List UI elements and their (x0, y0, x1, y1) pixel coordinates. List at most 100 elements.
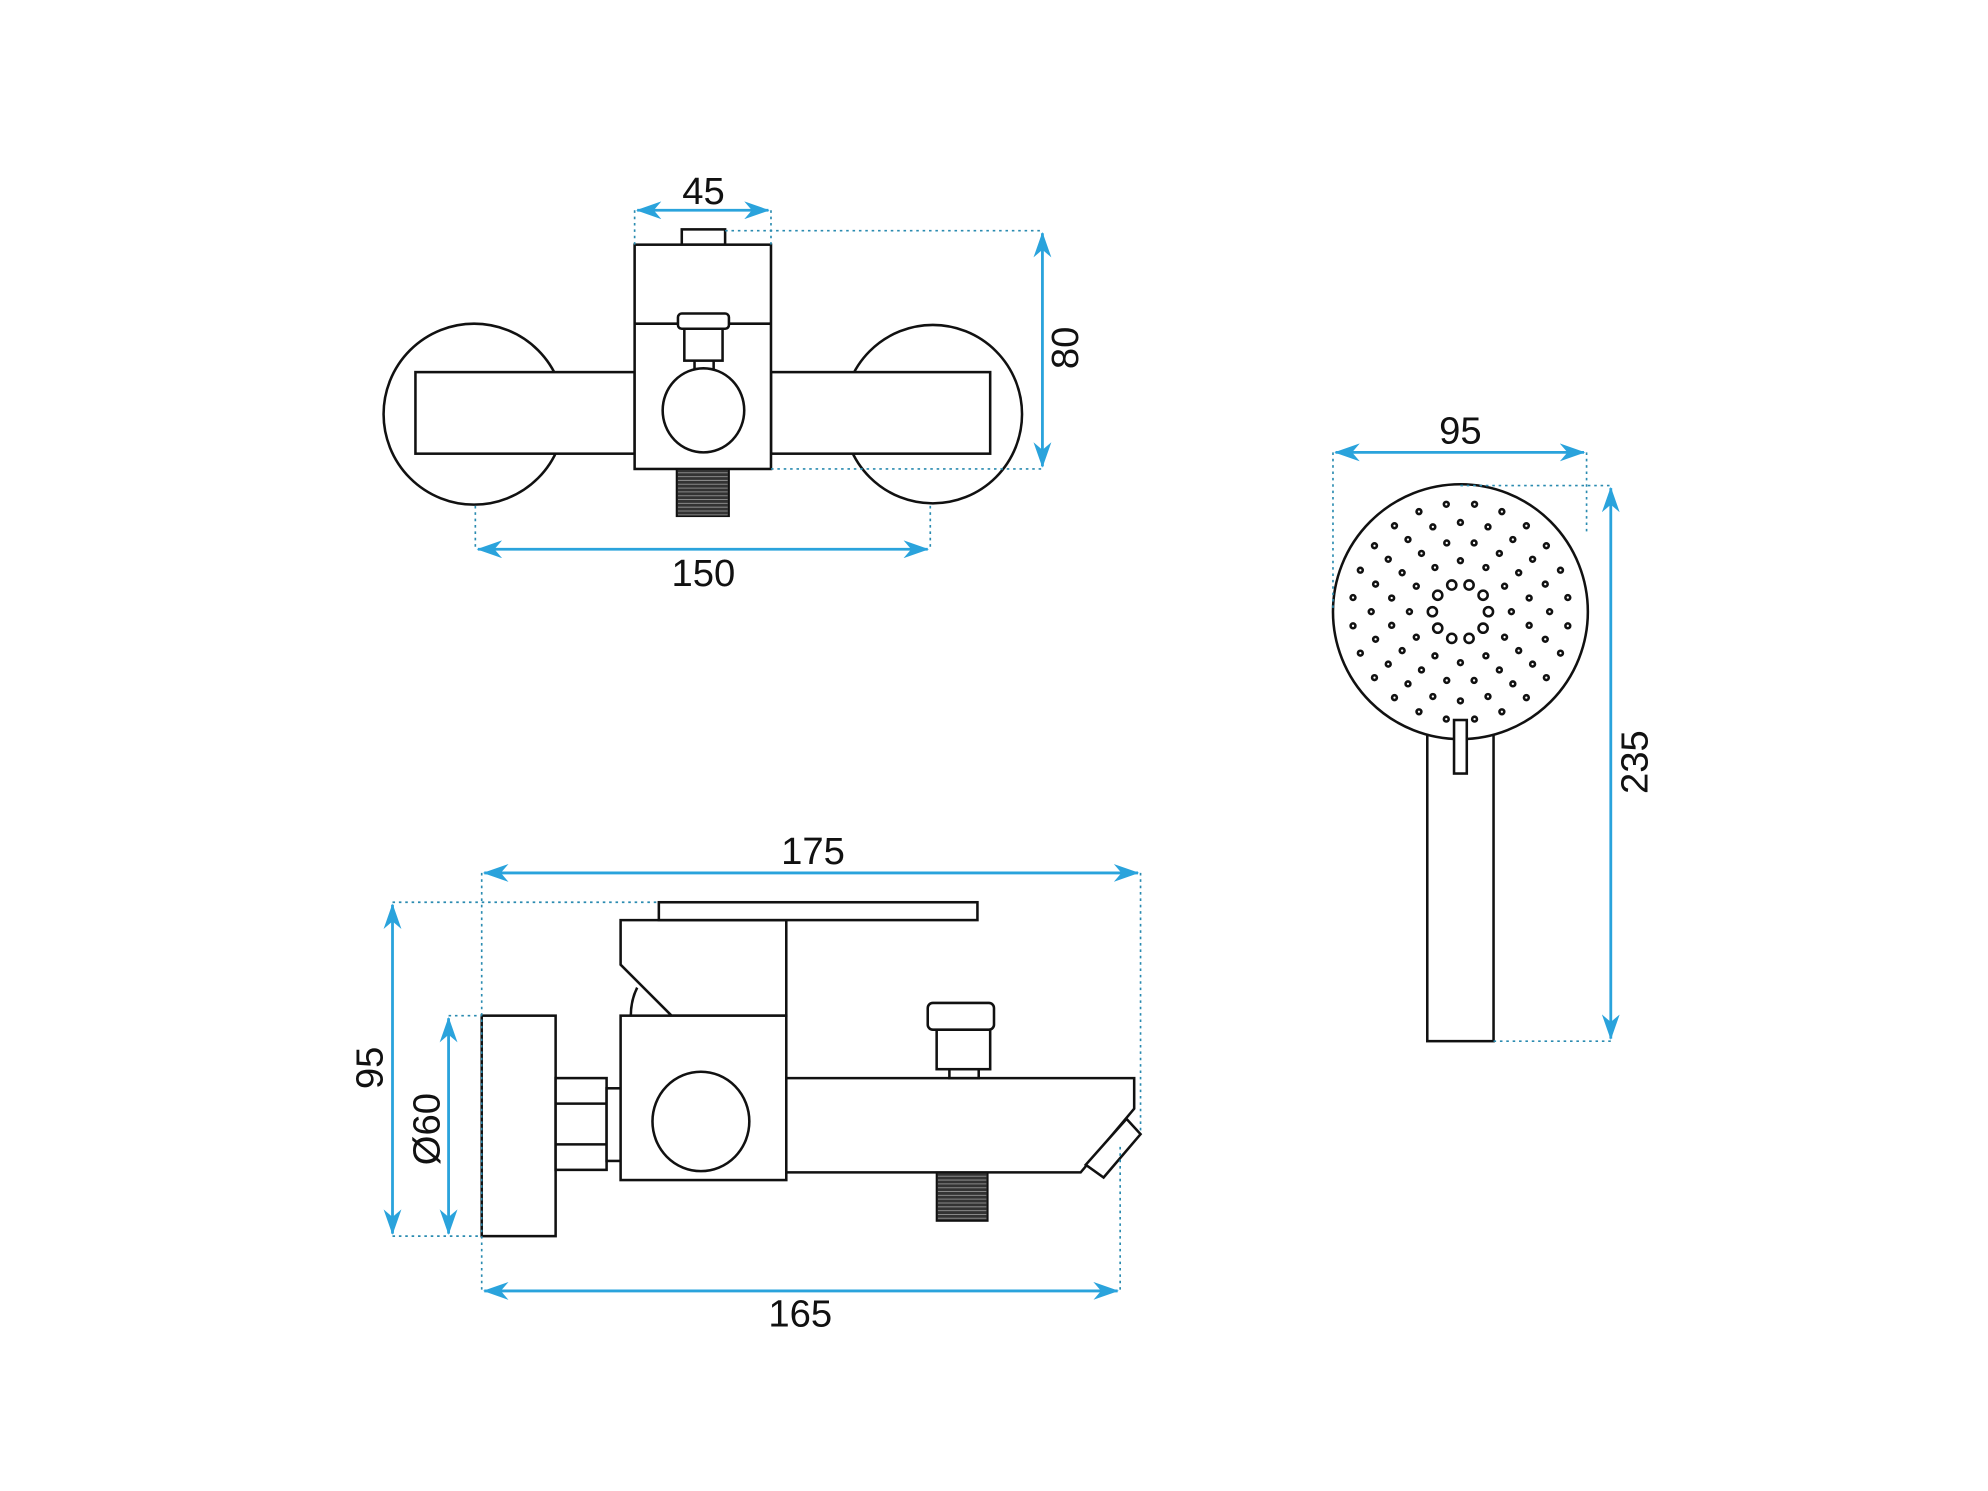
nozzle (1484, 523, 1492, 531)
nozzle (1470, 715, 1479, 723)
nozzle (1484, 692, 1492, 701)
nozzle (1443, 539, 1451, 547)
knob-stem (683, 326, 724, 362)
dimension-label-width: 45 (682, 170, 725, 213)
nozzle (1556, 649, 1565, 657)
nozzle (1482, 563, 1490, 572)
nozzle (1542, 673, 1551, 682)
dimension-label-spout-length: 165 (768, 1293, 832, 1336)
spout (785, 1076, 1136, 1174)
nozzle (1405, 607, 1414, 616)
nozzle (1398, 646, 1406, 655)
nozzle (1417, 666, 1426, 674)
nozzle (1370, 542, 1379, 550)
left-arm (414, 370, 636, 455)
wall-plate (480, 1014, 557, 1238)
nozzle (1500, 582, 1509, 590)
nozzle (1431, 652, 1439, 660)
nozzle (1525, 594, 1533, 602)
nozzle (1545, 607, 1554, 616)
dimension-label-plate-diameter: Ø60 (406, 1093, 449, 1165)
nozzle (1470, 539, 1478, 547)
nozzle (1415, 708, 1423, 716)
nozzle (1384, 555, 1392, 563)
nozzle (1525, 621, 1533, 630)
dimension-label-head-diameter: 95 (1439, 409, 1482, 452)
nozzle (1542, 542, 1551, 550)
nozzle (1564, 622, 1572, 630)
nozzle (1367, 607, 1375, 616)
nozzle (1384, 660, 1392, 668)
dimension-label-spacing: 150 (672, 552, 736, 595)
top-view: 45 80 150 (382, 170, 1087, 595)
nozzle (1356, 649, 1365, 657)
nozzle (1509, 680, 1517, 688)
nozzle (1431, 589, 1444, 602)
nozzle (1463, 632, 1475, 645)
nozzle (1470, 500, 1479, 508)
nozzle (1456, 658, 1465, 667)
nozzle (1470, 676, 1478, 685)
nozzle (1445, 579, 1458, 591)
nozzle (1370, 673, 1379, 682)
thread-outlet (675, 468, 730, 518)
nozzle (1349, 593, 1357, 602)
nozzle (1482, 652, 1490, 660)
nozzle (1500, 633, 1509, 641)
nozzle (1429, 692, 1437, 701)
nozzle (1387, 594, 1396, 602)
dimension-label-side-height: 95 (348, 1047, 391, 1090)
nozzle (1514, 569, 1523, 577)
dimension-label-total-length: 175 (781, 830, 845, 873)
cartridge-circle-side (651, 1070, 751, 1173)
nozzle (1528, 660, 1537, 668)
nozzle (1390, 693, 1399, 702)
diverter-stem (935, 1025, 992, 1071)
nozzle (1498, 708, 1506, 716)
diverter-cap (926, 1001, 996, 1031)
nozzle (1390, 522, 1399, 530)
hand-shower: 95 235 (1331, 409, 1657, 1043)
nozzle (1522, 522, 1531, 530)
nozzle (1349, 622, 1357, 630)
nozzle (1426, 605, 1439, 618)
nozzle (1412, 633, 1420, 641)
nozzle (1509, 535, 1517, 544)
nozzle (1463, 579, 1475, 591)
dimension-label-height: 80 (1044, 327, 1087, 370)
lever-body (619, 918, 788, 1017)
shower-handle (1426, 731, 1495, 1043)
nozzle (1429, 523, 1437, 531)
nozzle (1564, 593, 1572, 602)
nozzle (1442, 500, 1450, 508)
nozzle (1482, 605, 1495, 618)
nozzle (1371, 635, 1380, 643)
nozzle (1495, 666, 1504, 674)
nozzle (1431, 622, 1444, 635)
dimension-label-shower-length: 235 (1614, 730, 1657, 794)
nozzle (1456, 557, 1465, 565)
nozzle (1514, 646, 1523, 655)
side-view: 175 95 Ø60 165 (348, 830, 1143, 1336)
nozzle (1556, 566, 1565, 574)
nozzle (1431, 563, 1439, 572)
nozzle (1417, 549, 1426, 558)
nozzle (1541, 580, 1549, 588)
hex-nut (554, 1076, 608, 1172)
lever-handle (657, 900, 979, 922)
nozzle (1445, 632, 1458, 645)
nozzle (1404, 535, 1412, 544)
nozzle (1477, 622, 1489, 635)
shower-nozzles (1349, 500, 1572, 723)
nozzle (1415, 507, 1423, 516)
nozzle (1398, 569, 1406, 577)
nozzle (1495, 549, 1504, 558)
nozzle (1507, 607, 1516, 616)
nozzle (1387, 621, 1396, 630)
spray-selector (1452, 718, 1469, 775)
nozzle (1442, 715, 1450, 723)
nozzle (1477, 589, 1489, 602)
nozzle (1541, 635, 1549, 643)
nozzle (1522, 693, 1531, 702)
